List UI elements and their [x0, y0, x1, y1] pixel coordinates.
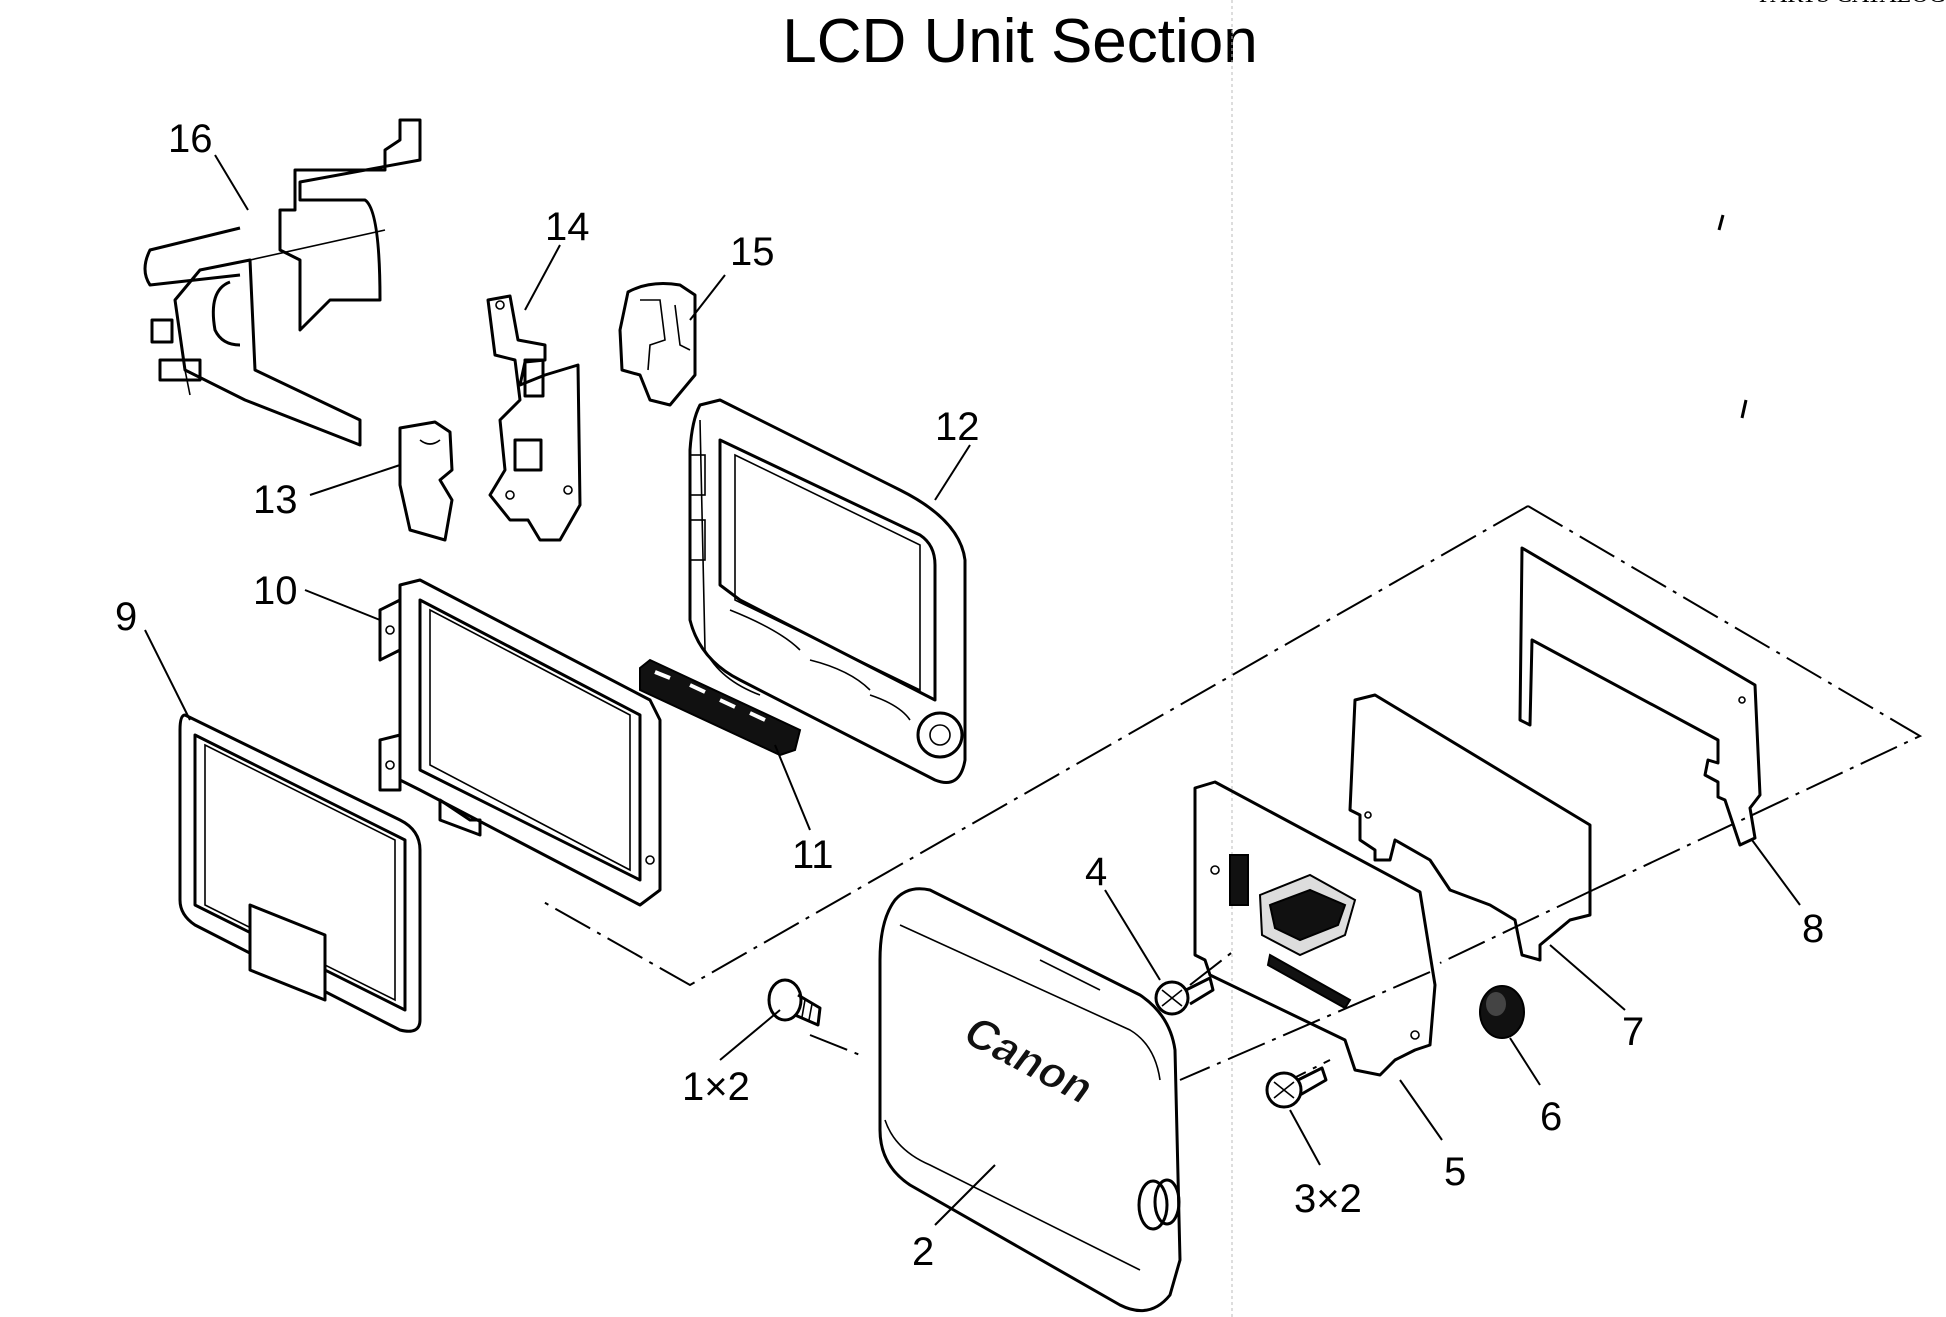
part-1-screw [767, 978, 822, 1027]
brand-logo: Canon [954, 1008, 1104, 1112]
part-3-screw [1265, 1066, 1328, 1109]
callout-16: 16 [168, 117, 213, 161]
part-12-lcd-frame [688, 398, 967, 784]
callout-11: 11 [792, 833, 834, 877]
callout-6: 6 [1540, 1095, 1562, 1139]
callout-9: 9 [115, 595, 137, 639]
callout-5: 5 [1444, 1150, 1466, 1194]
part-16-flex-cable [143, 118, 422, 447]
callout-2: 2 [912, 1230, 934, 1274]
part-13-small-cover [398, 420, 454, 542]
part-10-lcd-bracket [378, 578, 662, 907]
part-9-lcd-panel [178, 713, 422, 1033]
part-11-button-strip [639, 658, 802, 757]
part-6-knob [1479, 985, 1525, 1039]
callout-13: 13 [253, 478, 298, 522]
part-15-hinge-cover [618, 282, 697, 407]
part-7-shield-plate [1348, 693, 1592, 962]
callout-14: 14 [545, 205, 590, 249]
callout-1x2: 1×2 [682, 1065, 750, 1109]
callout-12: 12 [935, 405, 980, 449]
page-title: LCD Unit Section [782, 7, 1258, 76]
leader-lines [144, 154, 1801, 1226]
part-2-outer-cover [878, 887, 1182, 1313]
part-14-hinge-bracket [486, 294, 582, 542]
callout-4: 4 [1085, 850, 1107, 894]
callout-3x2: 3×2 [1294, 1177, 1362, 1221]
catalog-header: PARTS CATALOG [1759, 0, 1946, 9]
callout-8: 8 [1802, 907, 1824, 951]
part-8-rear-sheet [1518, 546, 1762, 847]
part-5-circuit-board [1193, 780, 1437, 1077]
callout-10: 10 [253, 569, 298, 613]
assembly-lines [539, 505, 1923, 1091]
part-4-screw [1154, 976, 1215, 1016]
callout-15: 15 [730, 230, 775, 274]
callout-7: 7 [1622, 1010, 1644, 1054]
